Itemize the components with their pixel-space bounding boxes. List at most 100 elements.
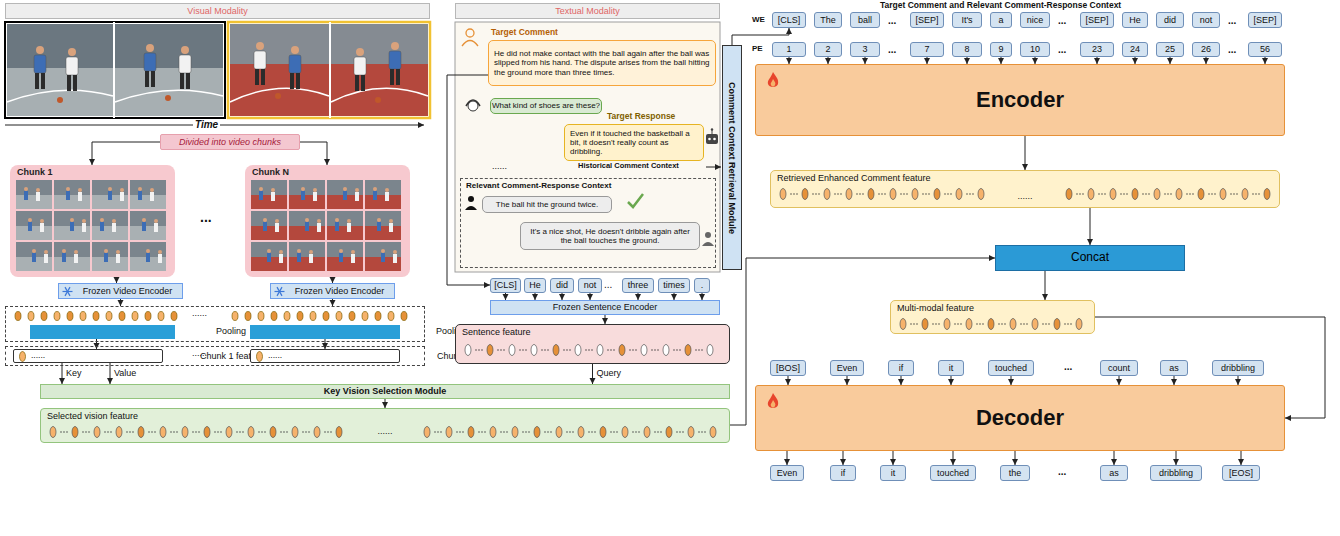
connector-label: Value [113, 369, 137, 379]
token-box: times [658, 278, 690, 293]
connector [1025, 136, 1026, 170]
ellipsis-dot [676, 431, 677, 432]
feature-oval [890, 189, 896, 200]
frame-thumbnail [54, 195, 90, 209]
court-line [115, 90, 223, 102]
diagram-label: ... [1058, 15, 1066, 26]
player-figure [82, 219, 86, 223]
ellipsis-dot [859, 193, 860, 194]
token-box: 56 [1248, 42, 1282, 57]
ellipsis-dot [585, 349, 586, 350]
player-figure [154, 219, 158, 223]
ellipsis-dot [998, 323, 999, 324]
feature-oval [1132, 189, 1138, 200]
feature-oval [138, 427, 144, 438]
player-figure [44, 250, 48, 254]
frame-thumbnail [289, 180, 325, 195]
ellipsis-dot [616, 431, 617, 432]
ellipsis-dot [1076, 193, 1077, 194]
token-oval [106, 312, 112, 321]
diagram-label: Target Comment and Relevant Comment-Resp… [880, 1, 1121, 10]
ellipsis-dot [657, 349, 658, 350]
ellipsis-dot [1167, 193, 1168, 194]
connector [951, 376, 952, 385]
node-text: touched [995, 363, 1027, 373]
feature-oval [944, 319, 950, 330]
node-text: 24 [1130, 44, 1140, 54]
feature-oval [556, 427, 562, 438]
ellipsis-dot [572, 431, 573, 432]
ellipsis-dot [547, 431, 548, 432]
feature-box: Sentence feature [455, 324, 730, 364]
token-oval [119, 312, 125, 321]
player-figure [36, 46, 44, 54]
ellipsis-dot [525, 349, 526, 350]
connector [92, 142, 160, 165]
node-subtext: ...... [31, 351, 45, 361]
court-line [331, 88, 428, 102]
ellipsis-dot [837, 193, 838, 194]
connector [1174, 376, 1175, 385]
connector [1097, 57, 1098, 64]
node-text: [EOS] [1229, 468, 1253, 478]
token-box: 25 [1156, 42, 1184, 57]
frame-thumbnail [251, 180, 287, 195]
node-text: [SEP] [1085, 15, 1108, 25]
player-figure [150, 188, 154, 192]
frame-thumbnail [16, 226, 52, 240]
token-box: touched [930, 465, 976, 481]
ellipsis-dot [173, 431, 174, 432]
player-figure [36, 188, 40, 192]
user-icon [705, 232, 711, 238]
ellipsis-dot [1126, 193, 1127, 194]
token-box: it [880, 465, 906, 481]
node-text: nice [1027, 15, 1044, 25]
ellipsis-dot [66, 431, 67, 432]
token-box: He [1122, 12, 1148, 28]
token-box: nice [1020, 12, 1050, 28]
encoder-box: Frozen Sentence Encoder [490, 300, 720, 315]
ball [275, 93, 281, 99]
connector [788, 376, 789, 385]
pointer-arrow [706, 167, 721, 168]
connector [828, 57, 829, 64]
ellipsis-dot [701, 349, 702, 350]
robot-icon [711, 128, 713, 130]
token-oval [284, 312, 290, 321]
node-text: as [1169, 363, 1179, 373]
player-figure [390, 69, 394, 85]
node-text: Sentence feature [462, 327, 531, 337]
feature-oval [248, 427, 254, 438]
ellipsis-dot [632, 349, 633, 350]
node-text: did [1164, 15, 1176, 25]
node-text: not [1200, 15, 1213, 25]
ellipsis-dot [701, 431, 702, 432]
ellipsis-dot [1045, 323, 1046, 324]
feature-oval [468, 427, 474, 438]
ellipsis-dot [192, 431, 193, 432]
token-box: [EOS] [1222, 465, 1260, 481]
ellipsis-dot [1026, 323, 1027, 324]
feature-oval [578, 427, 584, 438]
node-text: as [1109, 468, 1119, 478]
node-text: Multi-modal feature [897, 303, 974, 313]
node-subtext: Even if it touched the basketball a bit,… [570, 129, 698, 157]
ellipsis-dot [613, 349, 614, 350]
feature-oval [600, 427, 606, 438]
ellipsis-dot [682, 431, 683, 432]
ellipsis-dot [673, 349, 674, 350]
token-oval [171, 312, 177, 321]
player-figure [154, 223, 158, 232]
frame-border [228, 22, 430, 118]
token-oval [67, 312, 73, 321]
feature-box: Chunk 1 feature...... [13, 349, 163, 363]
ellipsis-dot [1145, 193, 1146, 194]
flame-icon [771, 79, 776, 87]
node-icon [456, 343, 729, 357]
ellipsis-dot [544, 349, 545, 350]
snowflake-icon [277, 287, 282, 296]
ellipsis-dot [910, 323, 911, 324]
ellipsis-dot [566, 349, 567, 350]
ellipsis-dot [969, 193, 970, 194]
token-oval [132, 312, 138, 321]
